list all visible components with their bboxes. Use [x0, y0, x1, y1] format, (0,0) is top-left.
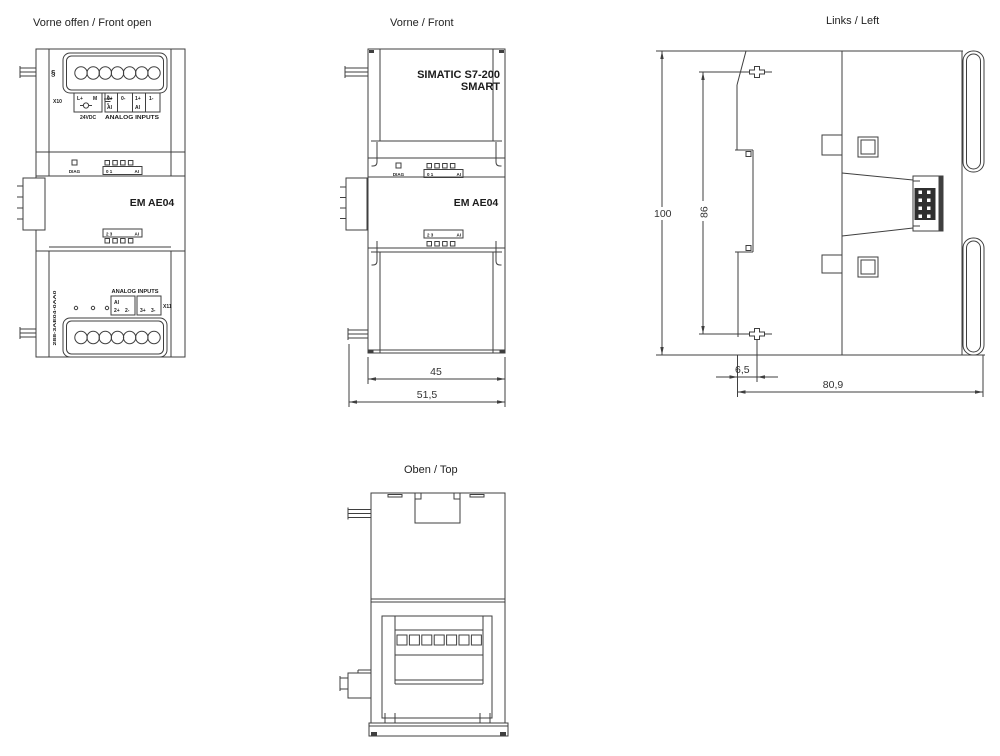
terminal-labels-x10: X10 L+ M 24VDC 0+ 0- 1+ 1- AI AI ANALOG … [53, 92, 161, 121]
analog-inputs-caption-bottom: ANALOG INPUTS [112, 289, 159, 295]
front-title: Vorne / Front [390, 17, 454, 29]
din-rail-clips [962, 50, 985, 356]
diag-led-label: DIAG [393, 172, 405, 177]
bus-connector-left [339, 507, 372, 699]
dim-mount-height: 86 [699, 206, 711, 218]
terminal-2m: 2- [125, 308, 130, 314]
module-name: EM AE04 [454, 197, 499, 209]
dim-total-width: 51,5 [417, 389, 438, 401]
front-drawing: SIMATIC S7-200 SMART DIAG 0 1 AI EM AE04… [340, 48, 506, 407]
led-strip-bottom: 2 3 AI [102, 228, 143, 244]
module-body [370, 492, 506, 724]
terminal-block-bottom [62, 317, 168, 358]
led-ai-label: AI [457, 233, 462, 238]
left-title: Links / Left [826, 15, 880, 27]
led-ai-label: AI [135, 169, 140, 174]
brand-line2: SMART [461, 81, 500, 93]
front-open-drawing: § X10 L+ M 24VDC 0+ 0- 1+ 1- AI AI ANAL [17, 48, 186, 358]
mounting-cross-marks [749, 66, 765, 340]
dimension-6-5: 6,5 [716, 340, 778, 397]
bus-connector-left [17, 66, 46, 339]
terminal-block [381, 615, 493, 719]
dimension-51-5: 51,5 [348, 344, 505, 407]
terminal-l-plus: L+ [77, 96, 83, 102]
dimension-100: 100 [653, 51, 680, 355]
clip-symbol: § [51, 69, 56, 78]
led-ai-label: AI [457, 172, 462, 177]
terminal-0p: 0+ [107, 96, 113, 102]
dimension-45: 45 [367, 357, 506, 407]
bus-connector-side [912, 175, 944, 232]
terminal-block-top: § [51, 52, 168, 94]
terminal-m: M [93, 96, 97, 102]
bus-connector-left [340, 66, 368, 340]
led-channels-label: 2 3 [106, 232, 113, 237]
ground-icon [104, 95, 112, 105]
terminal-2p: 2+ [114, 308, 120, 314]
terminal-1p: 1+ [135, 96, 141, 102]
x10-label: X10 [53, 99, 62, 105]
dimension-80-9: 80,9 [737, 355, 984, 397]
brand-line1: SIMATIC S7-200 [417, 69, 500, 81]
front-open-title: Vorne offen / Front open [33, 17, 152, 29]
dimension-86: 86 [698, 72, 711, 334]
front-profile [735, 50, 754, 337]
terminal-3p: 3+ [140, 308, 146, 314]
module-name: EM AE04 [130, 197, 175, 209]
module-side-body [821, 51, 963, 355]
ai-label-left: AI [107, 105, 113, 111]
base-plate [368, 722, 509, 737]
terminal-labels-x11: ANALOG INPUTS AI 2+ 2- 3+ 3- X11 [73, 289, 172, 316]
x11-label: X11 [163, 304, 172, 310]
power-caption: 24VDC [80, 115, 97, 121]
top-drawing [339, 492, 509, 737]
diag-led-label: DIAG [69, 169, 81, 174]
terminal-0m: 0- [121, 96, 126, 102]
dim-front-depth: 6,5 [735, 364, 750, 376]
dim-body-width: 45 [430, 366, 442, 378]
ai-label: AI [114, 300, 120, 306]
analog-inputs-caption-top: ANALOG INPUTS [105, 115, 159, 121]
led-channels-label: 0 1 [106, 169, 113, 174]
article-number: 288-3AE04-0AA0 [52, 290, 57, 346]
brand-text: SIMATIC S7-200 SMART [417, 69, 500, 93]
dim-total-depth: 80,9 [823, 379, 844, 391]
top-title: Oben / Top [404, 464, 458, 476]
led-strip-top: DIAG 0 1 AI [393, 162, 464, 178]
fuse-icon [80, 102, 92, 109]
left-drawing: 100 86 6,5 80,9 [653, 50, 985, 397]
led-strip-top: DIAG 0 1 AI [69, 159, 143, 175]
led-channels-label: 2 3 [427, 233, 434, 238]
ai-label-right: AI [135, 105, 141, 111]
terminal-3m: 3- [151, 308, 156, 314]
terminal-1m: 1- [149, 96, 154, 102]
led-strip-bottom: 2 3 AI [423, 229, 464, 247]
led-channels-label: 0 1 [427, 172, 434, 177]
dim-total-height: 100 [654, 208, 672, 220]
led-ai-label: AI [135, 232, 140, 237]
